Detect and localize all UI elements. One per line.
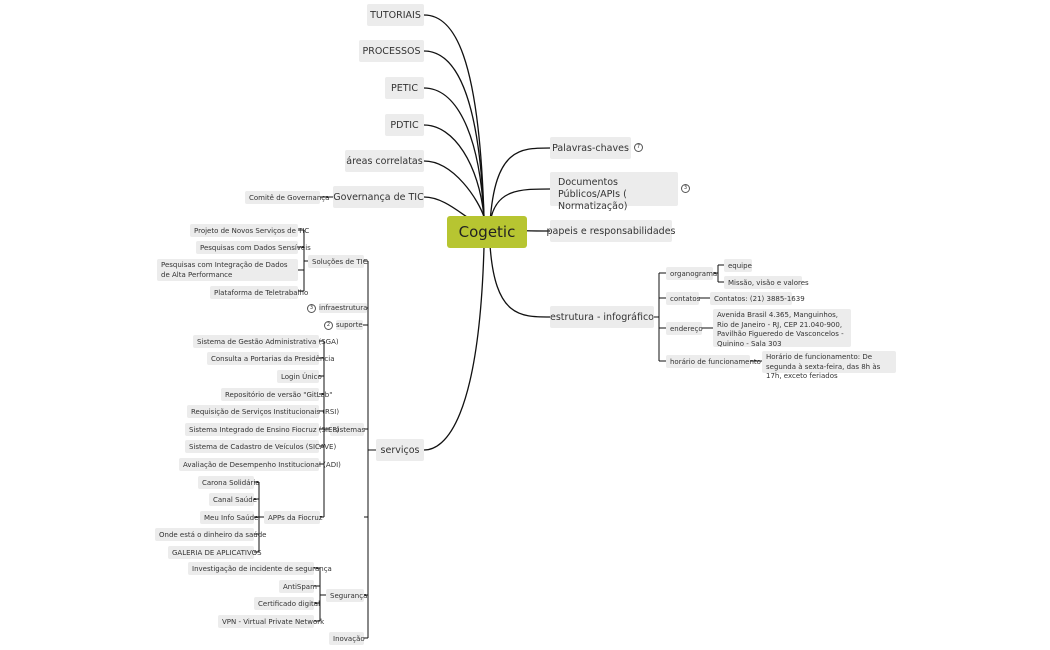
topic-governanca-tic[interactable]: Governança de TIC [333,186,424,208]
inovacao[interactable]: Inovação [329,632,365,645]
seguranca[interactable]: Segurança [326,589,367,602]
apps-item[interactable]: Meu Info Saúde [200,511,258,524]
collapsed-count-badge[interactable]: 2 [324,321,333,330]
contatos[interactable]: contatos [666,292,700,305]
sistemas-item[interactable]: Sistema de Cadastro de Veículos (SICAVE) [185,440,336,453]
horario-texto: Horário de funcionamento: De segunda à s… [762,351,896,380]
sistemas-item[interactable]: Requisição de Serviços Institucionais (R… [187,405,339,418]
seguranca-item[interactable]: Investigação de incidente de segurança [188,562,332,575]
sistemas-item[interactable]: Repositório de versão "GitLab" [221,388,332,401]
sistemas[interactable]: sistemas [330,423,365,436]
collapsed-count-badge[interactable]: 3 [681,184,690,193]
solucoes-item[interactable]: Plataforma de Teletrabalho [210,286,308,299]
seguranca-item[interactable]: AntiSpam [279,580,317,593]
missao-visao-valores[interactable]: Missão, visão e valores [724,276,809,289]
solucoes-item[interactable]: Pesquisas com Integração de Dados de Alt… [157,259,298,281]
apps-item[interactable]: GALERIA DE APLICATIVOS [168,546,262,559]
sistemas-item[interactable]: Consulta a Portarias da Presidência [207,352,335,365]
sistemas-item[interactable]: Sistema de Gestão Administrativa (SGA) [193,335,339,348]
apps-item[interactable]: Onde está o dinheiro da saúde [155,528,266,541]
seguranca-item[interactable]: VPN - Virtual Private Network [218,615,324,628]
equipe[interactable]: equipe [724,259,752,272]
apps-item[interactable]: Carona Solidária [198,476,260,489]
sistemas-item[interactable]: Sistema Integrado de Ensino Fiocruz (SIE… [185,423,339,436]
topic-estrutura-infografico[interactable]: estrutura - infográfico [550,306,654,328]
sistemas-item[interactable]: Avaliação de Desempenho Institucional (A… [179,458,341,471]
seguranca-item[interactable]: Certificado digital [254,597,320,610]
solucoes-tic[interactable]: Soluções de TIC [308,255,368,268]
organograma[interactable]: organograma [666,267,717,280]
apps-item[interactable]: Canal Saúde [209,493,257,506]
topic-servicos[interactable]: serviços [376,439,424,461]
collapsed-count-badge[interactable]: 7 [634,143,643,152]
horario-funcionamento[interactable]: horário de funcionamento [666,355,761,368]
suporte[interactable]: suporte [336,320,363,330]
endereco-texto: Avenida Brasil 4.365, Manguinhos, Rio de… [713,309,851,348]
topic-palavras-chaves[interactable]: Palavras-chaves [550,137,631,159]
topic-documentos-publicos[interactable]: Documentos Públicos/APIs ( Normatização) [550,172,678,212]
central-topic[interactable]: Cogetic [447,216,527,248]
collapsed-count-badge[interactable]: 3 [307,304,316,313]
topic-pdtic[interactable]: PDTIC [385,114,424,136]
comite-governanca[interactable]: Comitê de Governança [245,191,329,204]
apps-fiocruz[interactable]: APPs da Fiocruz [264,511,323,524]
topic-areas-correlatas[interactable]: áreas correlatas [345,150,424,172]
contatos-telefone: Contatos: (21) 3885-1639 [710,292,805,305]
sistemas-item[interactable]: Login Único [277,370,322,383]
topic-petic[interactable]: PETIC [385,77,424,99]
infraestrutura[interactable]: infraestrutura [319,303,368,313]
topic-processos[interactable]: PROCESSOS [359,40,424,62]
solucoes-item[interactable]: Pesquisas com Dados Sensíveis [196,241,311,254]
topic-papeis-responsabilidades[interactable]: papeis e responsabilidades [547,220,675,242]
topic-tutoriais[interactable]: TUTORIAIS [367,4,424,26]
endereco[interactable]: endereço [666,322,703,335]
solucoes-item[interactable]: Projeto de Novos Serviços de TIC [190,224,309,237]
